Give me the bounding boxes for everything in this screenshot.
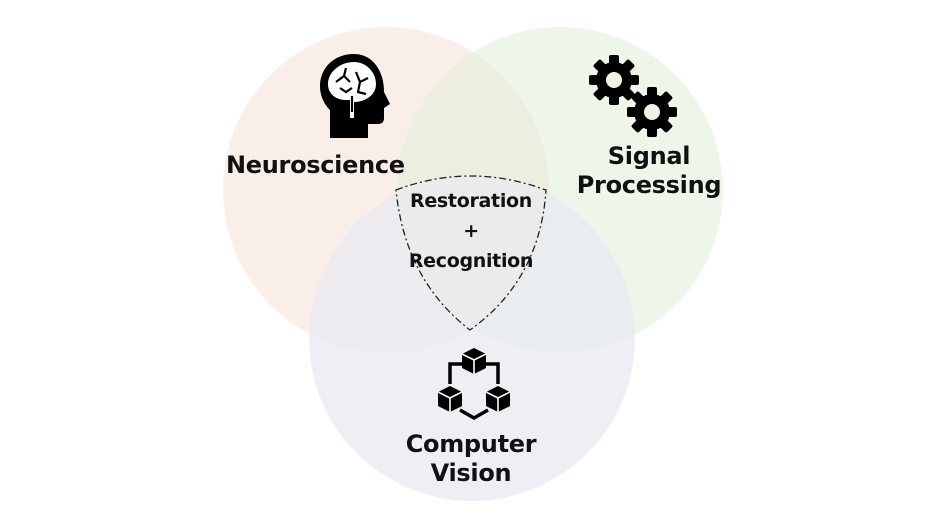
computer-vision-line2: Vision bbox=[430, 458, 512, 487]
computer-vision-line1: Computer bbox=[405, 430, 537, 458]
intersection-line3: Recognition bbox=[408, 250, 534, 272]
computer-vision-label: Computer Vision bbox=[396, 430, 546, 488]
neuroscience-label: Neuroscience bbox=[226, 151, 405, 179]
signal-processing-line1: Signal bbox=[607, 142, 691, 170]
intersection-line1: Restoration bbox=[409, 190, 533, 212]
intersection-line2: + bbox=[463, 220, 479, 242]
computer-vision-circle bbox=[309, 175, 635, 501]
signal-processing-line2: Processing bbox=[576, 170, 722, 199]
signal-processing-label: Signal Processing bbox=[574, 142, 724, 200]
gears-icon bbox=[589, 55, 677, 137]
connected-cubes-icon bbox=[437, 348, 511, 421]
brain-head-icon bbox=[320, 54, 390, 138]
intersection-label: Restoration + Recognition bbox=[396, 186, 546, 276]
intersection-outline bbox=[395, 175, 547, 331]
